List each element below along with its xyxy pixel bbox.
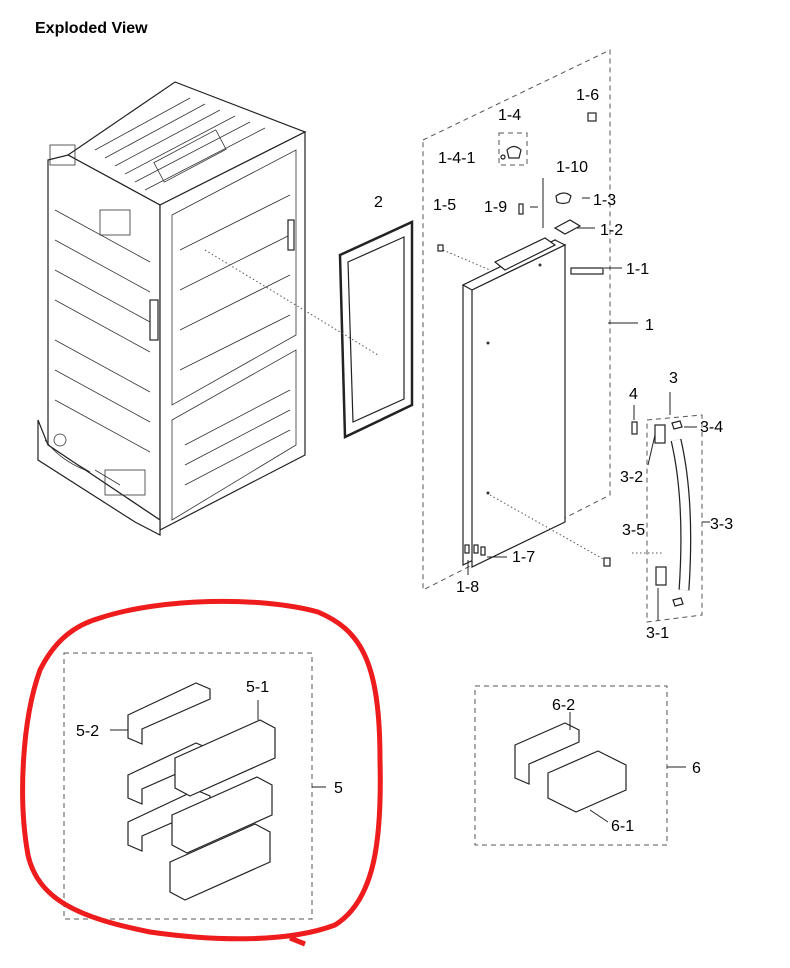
label-3-4: 3-4 [700, 419, 723, 436]
door-assembly [422, 49, 638, 591]
label-1-9: 1-9 [484, 199, 507, 216]
label-4: 4 [629, 386, 638, 403]
label-5-2: 5-2 [76, 723, 99, 740]
label-2: 2 [374, 194, 383, 211]
label-1-8: 1-8 [456, 579, 479, 596]
label-1-6: 1-6 [576, 87, 599, 104]
door-handle [631, 392, 710, 623]
label-1-7: 1-7 [512, 549, 535, 566]
label-1-5: 1-5 [433, 197, 456, 214]
label-5: 5 [334, 780, 343, 797]
label-3: 3 [669, 370, 678, 387]
label-1-4: 1-4 [498, 107, 521, 124]
label-3-1: 3-1 [646, 625, 669, 642]
door-guard-group [474, 685, 686, 846]
door-bins-group [20, 598, 383, 947]
label-1-2: 1-2 [600, 222, 623, 239]
label-1-10: 1-10 [556, 159, 588, 176]
label-3-2: 3-2 [620, 469, 643, 486]
door-gasket [204, 220, 414, 439]
label-6-2: 6-2 [552, 697, 575, 714]
label-5-1: 5-1 [246, 679, 269, 696]
label-6: 6 [692, 760, 701, 777]
label-3-5: 3-5 [622, 522, 645, 539]
label-1: 1 [645, 317, 654, 334]
label-6-1: 6-1 [611, 818, 634, 835]
label-3-3: 3-3 [710, 516, 733, 533]
diagram-title: Exploded View [35, 20, 148, 37]
label-1-3: 1-3 [593, 192, 616, 209]
refrigerator-cabinet [37, 81, 307, 536]
label-1-1: 1-1 [626, 261, 649, 278]
label-1-4-1: 1-4-1 [438, 150, 475, 167]
part-labels: 1 1-1 1-2 1-3 1-4 1-4-1 1-5 1-6 1-7 1-8 … [76, 87, 733, 835]
